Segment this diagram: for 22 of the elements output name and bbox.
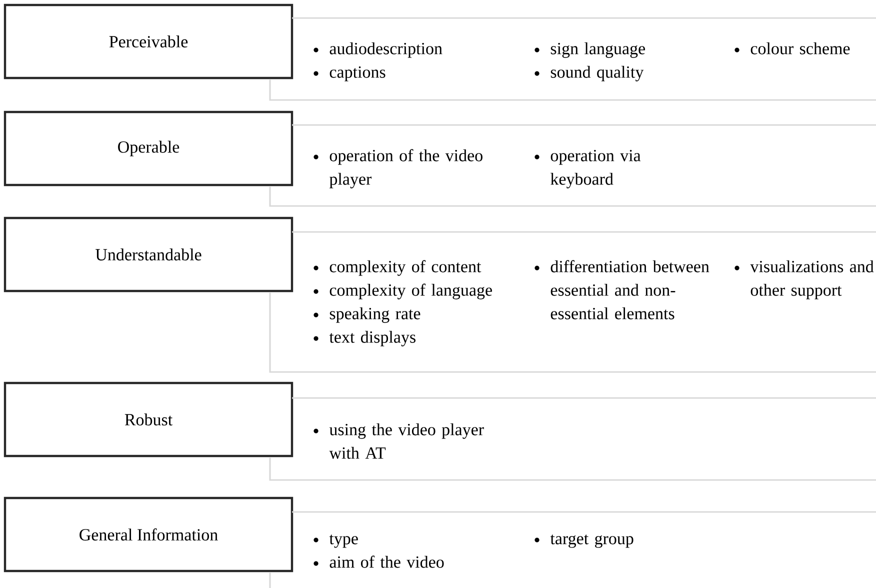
bullet-item: colour scheme: [734, 42, 850, 54]
bullet-item: sign language: [534, 42, 645, 58]
bullet-item: operation of the video player: [314, 149, 482, 188]
bullet-item: text displays: [314, 330, 416, 346]
bullet-item: complexity of language: [314, 284, 492, 300]
category-box: Robust: [4, 382, 294, 458]
category-box: Understandable: [4, 216, 294, 292]
bullet-item: visualizations and other support: [734, 260, 874, 300]
category-box: General Information: [4, 496, 294, 572]
bullet-item: differentiation between essential and non-essential elements: [534, 260, 710, 320]
category-box: Perceivable: [4, 4, 294, 80]
bullet-item: target group: [534, 534, 634, 548]
bullet-item: operation via keyboard: [534, 150, 641, 188]
bullet-item: sound quality: [534, 66, 644, 82]
bullet-item: aim of the video: [314, 556, 444, 568]
bullet-item: using the video player with AT: [314, 423, 484, 459]
bullet-item: captions: [314, 66, 386, 82]
bullet-item: audiodescription: [314, 42, 442, 58]
bullet-item: complexity of content: [314, 260, 482, 276]
bullet-item: speaking rate: [314, 307, 420, 323]
bullet-item: type: [314, 534, 358, 548]
category-box: Operable: [4, 110, 294, 186]
